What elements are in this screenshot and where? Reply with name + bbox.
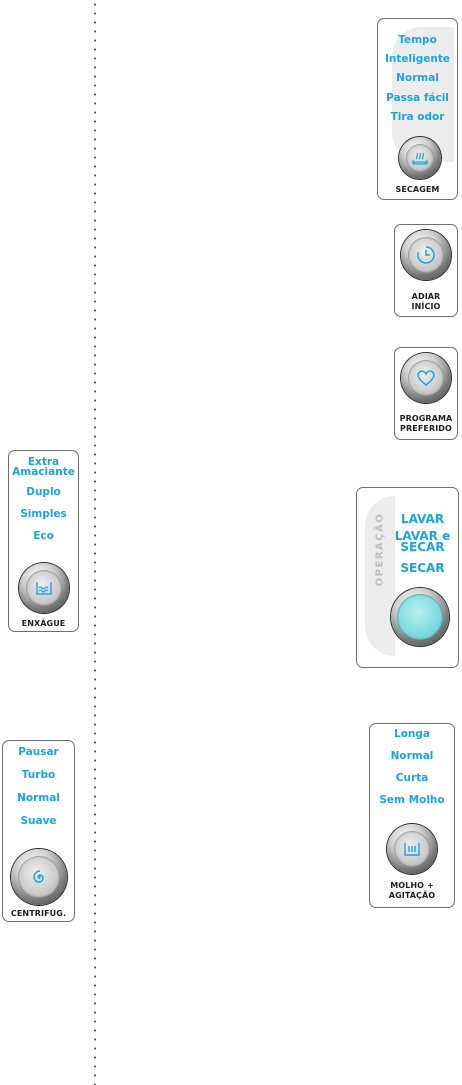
adiar-panel: ADIAR INÍCIO [394, 224, 458, 317]
molho-agitacao-button[interactable] [387, 824, 437, 874]
operacao-option-secar[interactable]: SECAR [400, 561, 445, 575]
heart-icon [417, 370, 435, 386]
molho-label-line1: MOLHO + [390, 881, 434, 890]
operacao-vertical-label: OPERAÇÃO [374, 512, 386, 587]
start-button[interactable] [391, 588, 449, 646]
enxague-label: ENXÁGUE [21, 619, 66, 628]
enxague-panel: Extra Amaciante Duplo Simples Eco ENXÁGU… [8, 450, 79, 632]
programa-preferido-button[interactable] [401, 353, 451, 403]
centrifug-label: CENTRIFUG. [10, 909, 67, 918]
molho-option-normal[interactable]: Normal [390, 750, 434, 762]
molho-label-line2: AGITAÇÃO [388, 891, 436, 900]
secagem-panel: Tempo Inteligente Normal Passa fácil Tir… [377, 18, 458, 200]
secagem-label: SECAGEM [395, 185, 440, 194]
enxague-option-eco[interactable]: Eco [33, 530, 54, 542]
operacao-option-lavar[interactable]: LAVAR [400, 512, 445, 526]
enxague-option-amaciante[interactable]: Amaciante [12, 466, 75, 478]
operacao-option-lavar-e-secar-1[interactable]: LAVAR e [394, 529, 451, 543]
adiar-label-line1: ADIAR [411, 292, 441, 301]
molho-option-longa[interactable]: Longa [394, 728, 430, 740]
panel-shade [365, 496, 395, 656]
centrifug-option-pausar[interactable]: Pausar [18, 746, 59, 758]
preferido-panel: PROGRAMA PREFERIDO [394, 347, 458, 440]
enxague-option-duplo[interactable]: Duplo [26, 486, 61, 498]
centrifug-option-normal[interactable]: Normal [17, 792, 60, 804]
operacao-panel: OPERAÇÃO LAVAR LAVAR e SECAR SECAR [356, 487, 459, 668]
molho-option-sem-molho[interactable]: Sem Molho [379, 794, 445, 806]
clock-icon [417, 246, 435, 264]
adiar-label-line2: INÍCIO [411, 302, 441, 311]
secagem-option-tira-odor[interactable]: Tira odor [390, 111, 445, 123]
soak-icon [404, 843, 420, 856]
centrifug-button[interactable] [11, 849, 67, 905]
secagem-option-inteligente[interactable]: Inteligente [385, 53, 450, 65]
enxague-option-extra[interactable]: Extra [27, 456, 60, 468]
molho-option-curta[interactable]: Curta [395, 772, 429, 784]
molho-panel: Longa Normal Curta Sem Molho MOLHO + AGI… [369, 723, 455, 908]
secagem-option-normal[interactable]: Normal [396, 72, 439, 84]
centrifug-option-turbo[interactable]: Turbo [21, 769, 56, 781]
spin-icon [33, 870, 44, 883]
secagem-button[interactable] [399, 137, 441, 179]
steam-icon [412, 152, 428, 165]
preferido-label-line2: PREFERIDO [400, 424, 452, 433]
centrifug-option-suave[interactable]: Suave [20, 815, 57, 827]
operacao-option-lavar-e-secar-2[interactable]: SECAR [400, 540, 445, 554]
adiar-inicio-button[interactable] [401, 230, 451, 280]
enxague-button[interactable] [19, 563, 69, 613]
preferido-label-line1: PROGRAMA [399, 414, 453, 423]
dotted-divider [94, 0, 96, 1085]
secagem-option-tempo[interactable]: Tempo [398, 34, 437, 46]
secagem-option-passa-facil[interactable]: Passa fácil [386, 92, 449, 104]
enxague-option-simples[interactable]: Simples [20, 508, 67, 520]
rinse-icon [36, 582, 52, 595]
centrifug-panel: Pausar Turbo Normal Suave CENTRIFUG. [2, 740, 75, 922]
